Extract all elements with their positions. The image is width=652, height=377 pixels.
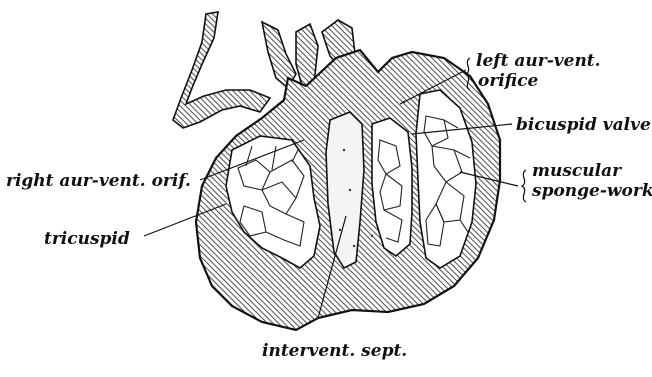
label-bicuspid-valve: bicuspid valve	[516, 115, 651, 135]
brace-muscular	[522, 170, 526, 202]
label-tricuspid: tricuspid	[44, 229, 130, 249]
label-right-aur-vent-orif: right aur-vent. orif.	[6, 171, 191, 191]
label-left-aur-vent-line2: orifice	[478, 71, 538, 91]
label-muscular-line1: muscular	[532, 161, 622, 181]
auricle-ribbon	[173, 12, 270, 128]
label-intervent-sept: intervent. sept.	[262, 341, 407, 361]
label-left-aur-vent-line1: left aur-vent.	[476, 51, 601, 71]
label-muscular-line2: sponge-work	[531, 181, 652, 201]
